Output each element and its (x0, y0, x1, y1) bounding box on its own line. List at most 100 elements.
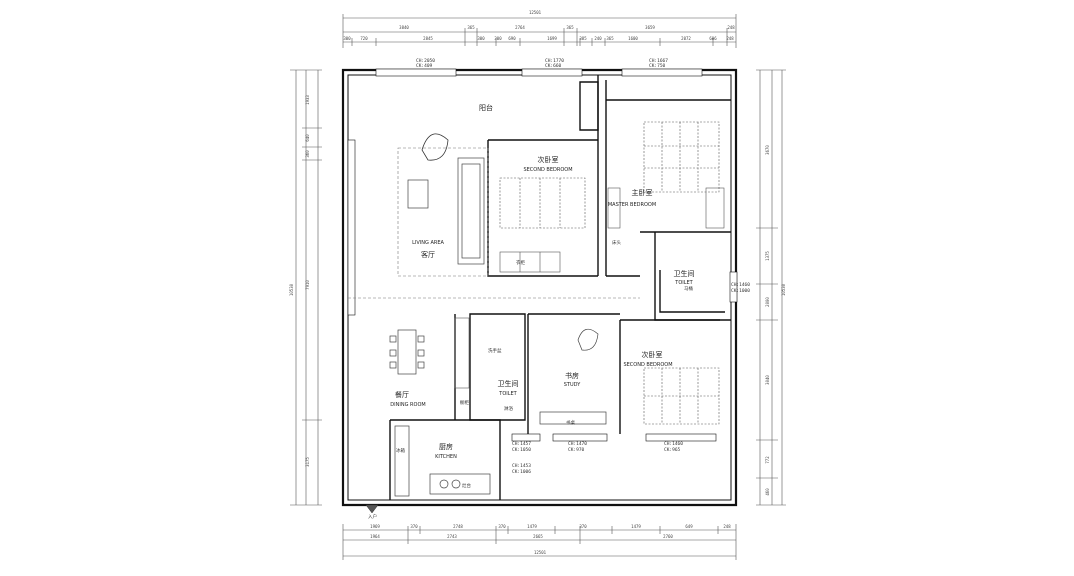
balcony-chair (421, 133, 449, 161)
dim-bot-r2-0: 1964 (370, 534, 380, 539)
label-toilet-seat: 马桶 (684, 285, 693, 292)
left-dimension-texts: 1933 640 360 7910 3175 10530 (289, 95, 310, 467)
room-toilet-left-en: TOILET (498, 391, 517, 397)
note-bot4-ck: CK:1006 (512, 469, 531, 475)
room-dining-en: DINING ROOM (390, 402, 425, 408)
dim-top-r2-5: 690 (508, 36, 516, 41)
dim-left-4: 3175 (305, 457, 310, 467)
dim-top-r2-1: 720 (360, 36, 368, 41)
room-labels: 阳台 LIVING AREA 客厅 次卧室 SECOND BEDROOM 主卧室… (390, 103, 694, 460)
note-top2-ch: CH:1770 (545, 58, 564, 64)
dim-bot-r2-3: 2760 (663, 534, 673, 539)
note-bot1-ch: CH:1457 (512, 441, 531, 447)
living-carpet (348, 147, 640, 299)
dining-table (389, 329, 425, 375)
dim-left-2: 360 (305, 150, 310, 158)
dim-bot-r1-4: 1479 (527, 524, 537, 529)
dim-top-r2-7: 385 (579, 36, 587, 41)
living-sofa (407, 157, 485, 265)
dim-bot-r1-8: 248 (723, 524, 731, 529)
right-dimension-texts: 3670 1375 2000 3040 772 460 10530 (765, 145, 786, 496)
dim-left-3: 7910 (305, 280, 310, 290)
room-toilet-right-en: TOILET (674, 280, 693, 286)
note-bot3-ch: CH:1460 (664, 441, 683, 447)
room-kitchen-cn: 厨房 (439, 442, 453, 451)
room-dining-cn: 餐厅 (395, 390, 409, 399)
study-desk (539, 328, 607, 425)
room-balcony-cn: 阳台 (479, 103, 493, 112)
bed-second-bottom (643, 367, 720, 425)
dim-top-r2-2: 2845 (423, 36, 433, 41)
dim-right-3: 3040 (765, 375, 770, 385)
dim-bot-r2-2: 2665 (533, 534, 543, 539)
window-notes: CH:2050 CK:409 CH:1770 CK:660 CH:1667 CK… (416, 58, 750, 475)
furniture-labels: 衣柜 床头 马桶 洗手盆 淋浴 书桌 冰箱 灶台 橱柜 入户 (368, 239, 693, 520)
dim-top-r1-0: 3840 (399, 25, 409, 30)
dim-top-r1-5: 248 (727, 25, 735, 30)
dim-bot-total: 12501 (534, 550, 547, 555)
room-living-en: LIVING AREA (412, 240, 444, 246)
inner-wall-outline (347, 74, 732, 501)
note-top2-ck: CK:660 (545, 63, 562, 69)
label-fridge: 冰箱 (396, 447, 405, 454)
dim-bot-r1-6: 1479 (631, 524, 641, 529)
room-second-bottom-en: SECOND BEDROOM (623, 362, 672, 368)
dim-left-1: 640 (305, 134, 310, 142)
note-bot1-ck: CK:1050 (512, 447, 531, 453)
outer-walls (341, 68, 738, 507)
left-dimension-lines (290, 69, 322, 506)
room-toilet-left-cn: 卫生间 (498, 379, 519, 388)
windows (347, 68, 738, 442)
note-right1-ch: CH:1460 (731, 282, 750, 288)
room-master-en: MASTER BEDROOM (608, 202, 656, 208)
label-bed-lamp: 床头 (612, 239, 621, 246)
dim-top-r2-12: 606 (709, 36, 717, 41)
dim-bot-r2-1: 2743 (447, 534, 457, 539)
label-basin: 洗手盆 (488, 347, 502, 354)
dim-top-r2-0: 300 (343, 36, 351, 41)
dim-top-r2-10: 1600 (628, 36, 638, 41)
note-bot4-ch: CH:1453 (512, 463, 531, 469)
room-second-top-en: SECOND BEDROOM (523, 167, 572, 173)
label-shower: 淋浴 (504, 405, 513, 412)
note-top1-ck: CK:409 (416, 63, 433, 69)
dim-right-1: 1375 (765, 251, 770, 261)
label-stove: 灶台 (462, 482, 471, 489)
dim-top-r1-4: 3659 (645, 25, 655, 30)
dim-left-0: 1933 (305, 95, 310, 105)
note-top3-ch: CH:1667 (649, 58, 668, 64)
dim-top-r1-3: 365 (566, 25, 574, 30)
top-dimension-texts: 12501 3840 365 2764 365 3659 248 300 720… (343, 10, 735, 41)
top-dimension-lines (342, 14, 737, 48)
note-top3-ck: CK:750 (649, 63, 666, 69)
room-second-bottom-cn: 次卧室 (642, 350, 663, 359)
dim-bot-r1-3: 370 (498, 524, 506, 529)
dim-top-r2-6: 1699 (547, 36, 557, 41)
bed-second-top (499, 177, 586, 229)
room-second-top-cn: 次卧室 (538, 155, 559, 164)
room-study-cn: 书房 (565, 371, 579, 380)
bed-master (643, 121, 720, 193)
room-toilet-right-cn: 卫生间 (674, 269, 695, 278)
dim-right-4: 772 (765, 456, 770, 464)
dim-top-r2-9: 365 (606, 36, 614, 41)
dim-left-total: 10530 (289, 283, 294, 296)
dim-bot-r1-0: 1969 (370, 524, 380, 529)
dim-bot-r1-1: 370 (410, 524, 418, 529)
kitchen-counter (394, 425, 491, 497)
dim-bot-r1-7: 649 (685, 524, 693, 529)
note-right1-ck: CK:1000 (731, 288, 750, 294)
dim-top-r2-11: 2072 (681, 36, 691, 41)
bottom-dimension-lines (342, 524, 737, 560)
dim-top-total: 12501 (529, 10, 542, 15)
wardrobes (454, 187, 725, 389)
room-study-en: STUDY (564, 382, 581, 388)
right-dimension-lines (756, 69, 786, 506)
dim-top-r2-8: 240 (594, 36, 602, 41)
room-master-cn: 主卧室 (632, 188, 653, 197)
dim-right-2: 2000 (765, 297, 770, 307)
note-bot2-ch: CH:1470 (568, 441, 587, 447)
dim-bot-r1-2: 2748 (453, 524, 463, 529)
label-entry: 入户 (368, 513, 377, 520)
